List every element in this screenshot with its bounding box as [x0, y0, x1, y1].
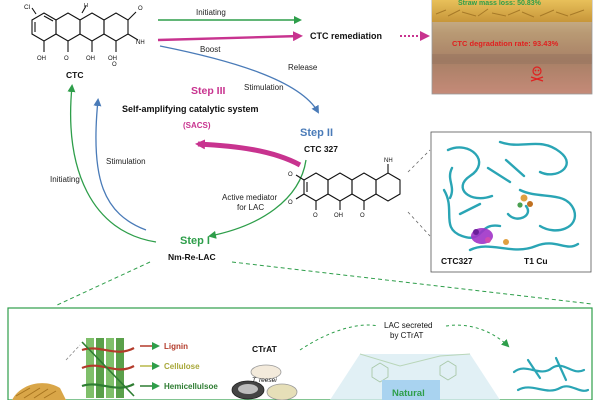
ctc-remediation-label: CTC remediation: [310, 31, 382, 41]
bottom-panel: [7, 307, 593, 401]
step3-name: Self-amplifying catalytic system: [122, 104, 259, 114]
lignocellulose-fibers-icon: [81, 338, 135, 398]
ctc-o-label-1: O: [64, 56, 69, 62]
ctc-h-label: H: [84, 3, 88, 9]
ctrat-label: CTrAT: [252, 344, 278, 354]
step3-abbr: (SACS): [183, 121, 211, 130]
ctc327-ligand-label: CTC327: [441, 256, 473, 266]
ctc-molecule: [31, 5, 139, 52]
natural-molecule-wash: [330, 353, 500, 400]
hemicellulose-label: Hemicellulsoe: [164, 382, 218, 391]
t1-cu-label: T1 Cu: [524, 256, 548, 266]
petri-dish-icons: [231, 364, 298, 401]
active-mediator-label-1: Active mediator: [222, 193, 277, 202]
straw-pile-icon: [12, 383, 66, 400]
ctc-degradation-text: CTC degradation rate: 93.43%: [452, 39, 559, 48]
initiating-left-arrow: [67, 84, 157, 243]
lac-secreted-label-2: by CTrAT: [390, 331, 423, 340]
boost-arrow: [157, 31, 303, 42]
ctc-oh-label-1: OH: [37, 56, 46, 62]
lac-secreted-label-1: LAC secreted: [384, 321, 432, 330]
skull-icon: [530, 66, 544, 82]
step3-title: Step III: [191, 85, 226, 97]
lac-secreted-right-arc: [445, 324, 510, 348]
protein-connector-top: [407, 149, 431, 173]
stimulation-left-label: Stimulation: [106, 157, 146, 166]
step2-title: Step II: [300, 127, 333, 139]
ctc-cl-label: Cl: [24, 4, 31, 11]
boost-label: Boost: [200, 45, 221, 54]
fiber-connector: [65, 344, 81, 361]
ctc-o-label-2: O: [112, 62, 117, 68]
laccase-structure: [442, 140, 580, 252]
laccase-small-icon: [512, 356, 590, 392]
ctc327-oh-label: OH: [334, 213, 343, 219]
active-mediator-label-2: for LAC: [237, 203, 264, 212]
release-label: Release: [288, 63, 318, 72]
natural-tab: [382, 380, 440, 400]
cellulose-label: Cellulose: [164, 362, 200, 371]
ctc327-o-label-2: O: [288, 200, 293, 206]
natural-label: Natural: [392, 388, 425, 399]
t-reesei-label: T. reesei: [252, 377, 277, 384]
mediator-arrow: [208, 159, 307, 239]
step1-connector-right: [231, 261, 593, 305]
ctc-oh-label-2: OH: [86, 56, 95, 62]
stimulation-top-label: Stimulation: [244, 83, 284, 92]
ctc-title: CTC: [66, 70, 83, 80]
amplify-arrow: [195, 139, 302, 168]
ctc327-o-label-4: O: [360, 213, 365, 219]
protein-connector-bottom: [407, 211, 431, 237]
lac-secreted-left-arc: [299, 324, 379, 351]
stimulation-left-arrow: [93, 98, 147, 231]
step1-name: Nm-Re-LAC: [168, 252, 216, 262]
ctc327-o-label-3: O: [313, 213, 318, 219]
soil-panel: [431, 0, 593, 95]
ctc327-molecule: [295, 164, 401, 210]
ctc327-nh2-label: NH: [384, 158, 393, 164]
ctc327-o-label-1: O: [288, 172, 293, 178]
ligand-blob: [471, 228, 493, 244]
step1-title: Step I: [180, 235, 210, 247]
initiating-top-label: Initiating: [196, 8, 226, 17]
step1-connector-left: [54, 261, 151, 307]
lignin-label: Lignin: [164, 342, 188, 351]
release-arrow: [159, 45, 319, 114]
copper-atoms: [503, 194, 533, 245]
straw-mass-loss-text: Straw mass loss: 50.83%: [458, 0, 542, 7]
ctc-oh-label-3: OH: [108, 56, 117, 62]
remediation-pointer-icon: [420, 31, 430, 41]
ctc-o-label-3: O: [138, 6, 143, 12]
ctc-nh2-label: NH: [136, 40, 145, 46]
step2-name: CTC 327: [304, 144, 338, 154]
initiating-left-label: Initiating: [50, 175, 80, 184]
